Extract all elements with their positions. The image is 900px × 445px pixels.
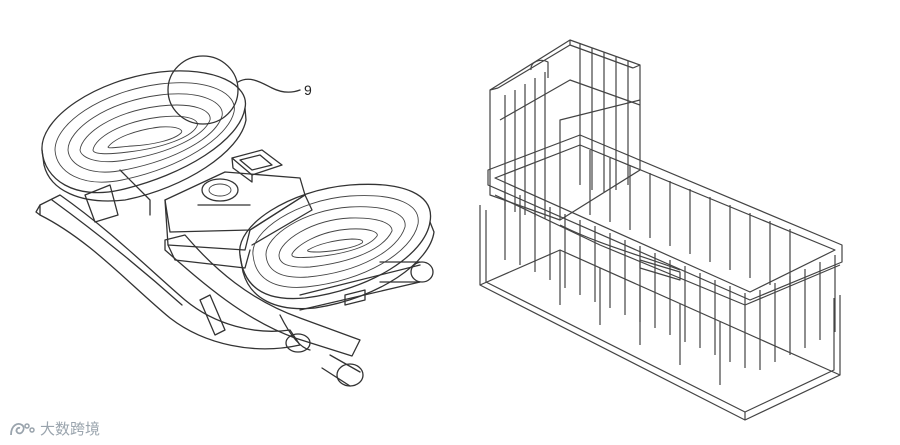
watermark: 大数跨境	[8, 418, 100, 439]
callout-circle	[167, 55, 239, 125]
wire-basket-drawing	[479, 39, 843, 421]
left-pedal	[41, 55, 301, 202]
basket-upper-caddy	[489, 39, 641, 221]
right-pedal	[239, 183, 435, 310]
stepper-console	[164, 149, 313, 269]
watermark-logo-icon	[10, 422, 35, 435]
callout-leader	[237, 78, 301, 93]
watermark-text: 大数跨境	[40, 420, 101, 438]
basket-base-frame	[479, 205, 841, 421]
basket-tray	[487, 134, 843, 370]
stepper-drawing: 9	[35, 55, 435, 387]
callout-label: 9	[304, 82, 312, 98]
